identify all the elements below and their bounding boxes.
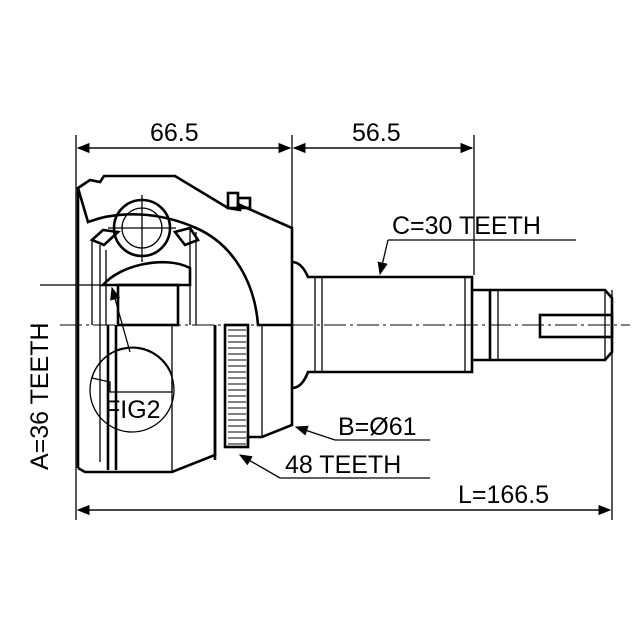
leader-48-arrow [238,454,281,479]
length-l-label: L=166.5 [458,481,549,509]
abs-ring [223,323,250,449]
spline-c-label: C=30 TEETH [392,212,541,240]
dim-66-5-label: 66.5 [150,119,199,147]
fig2-detail [40,284,175,433]
cage-section [89,228,121,247]
dim-56-5-label: 56.5 [352,119,401,147]
spline-a-label: A=36 TEETH [26,322,54,470]
fig2-label: FIG2 [105,396,161,424]
cage-section-right [172,226,200,247]
inner-race-section [100,260,192,287]
diameter-b-label: B=Ø61 [338,413,417,441]
boot-groove [226,191,240,210]
leader-b-arrow [294,425,336,441]
abs-teeth-label: 48 TEETH [285,451,401,479]
boot-groove-step [236,196,252,210]
leader-c-arrow [377,239,389,276]
housing-section [76,174,294,327]
